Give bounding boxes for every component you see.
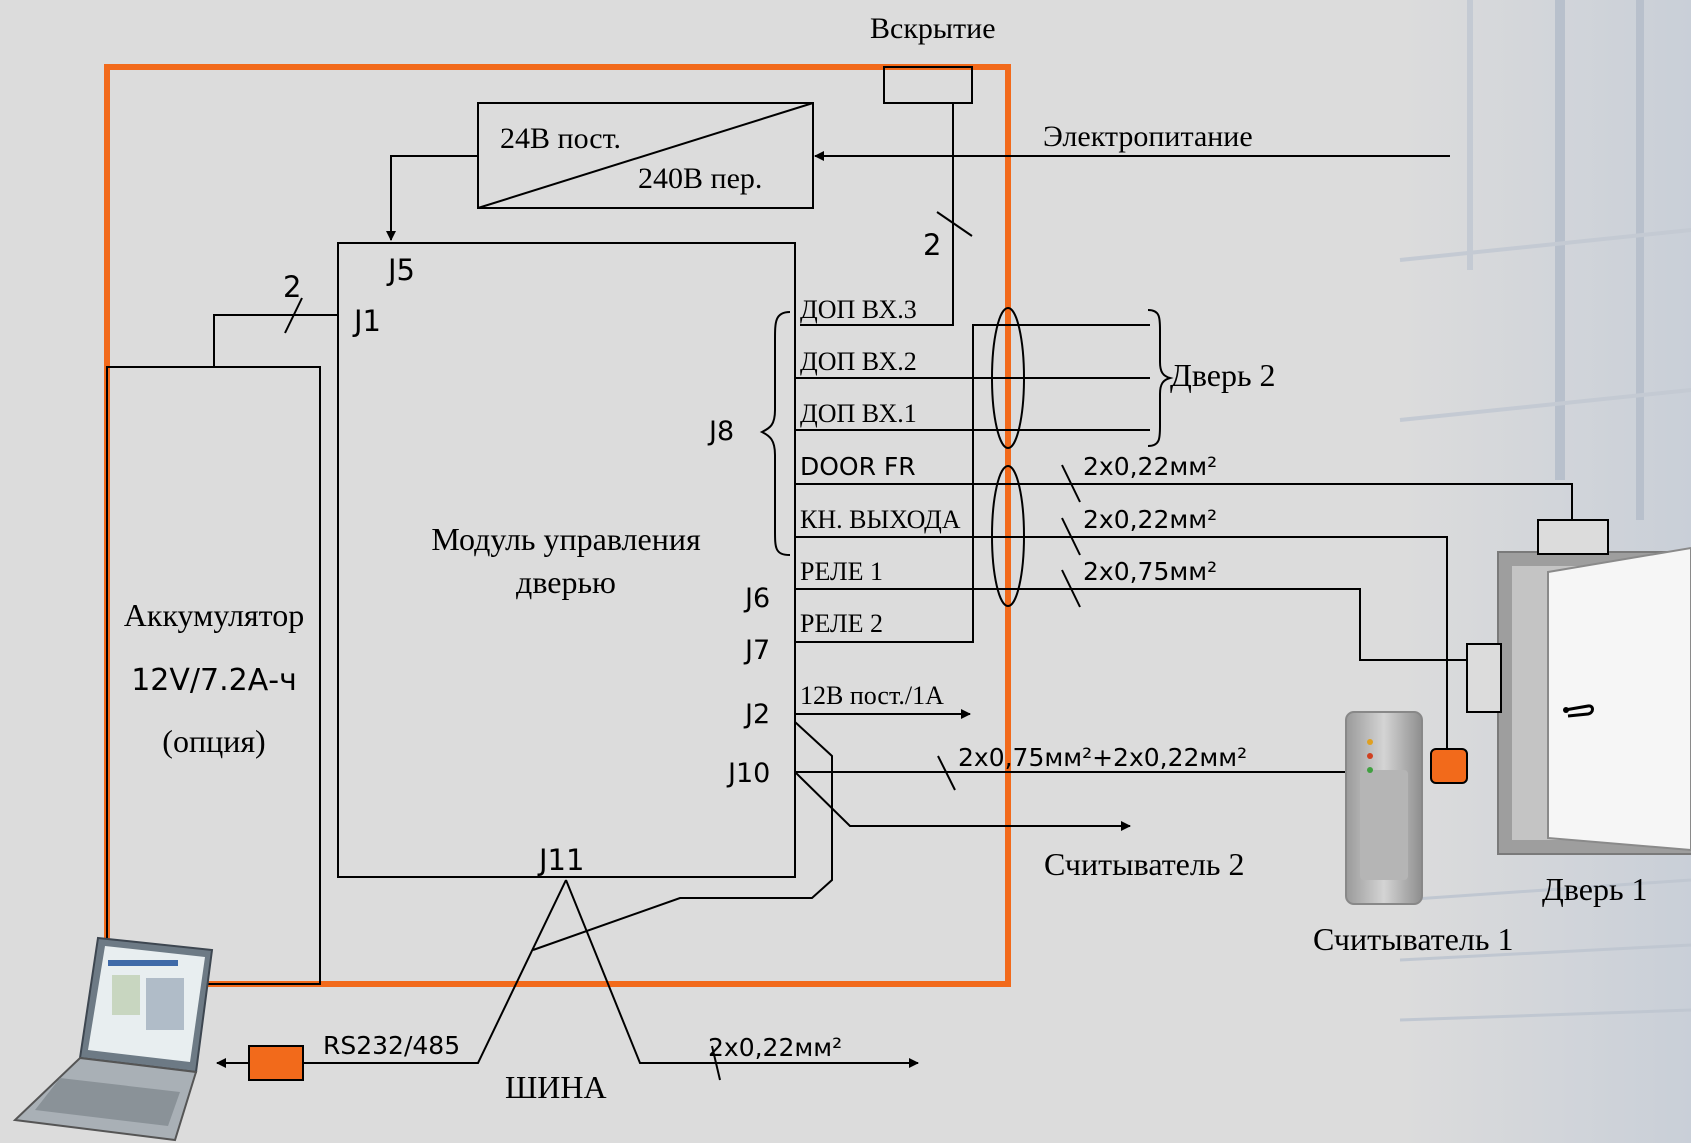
bus-label: ШИНА [505, 1069, 607, 1105]
wire-door-fr [795, 483, 1573, 522]
tamper-wire [800, 103, 954, 326]
connector-j5: J5 [386, 253, 415, 287]
module-title-line2: дверью [516, 564, 616, 600]
rs-label: RS232/485 [323, 1031, 460, 1060]
reader1-label: Считыватель 1 [1313, 921, 1513, 957]
terminal-in3: ДОП ВХ.3 [800, 295, 917, 324]
tamper-switch [883, 66, 973, 104]
terminal-in2: ДОП ВХ.2 [800, 347, 917, 376]
connector-j8: J8 [707, 416, 734, 447]
connector-j1: J1 [352, 304, 381, 338]
terminal-relay1: РЕЛЕ 1 [800, 557, 883, 586]
psu-ac-label: 240В пер. [638, 162, 762, 195]
cable-bundle-door1 [991, 465, 1025, 607]
door2-label: Дверь 2 [1170, 357, 1276, 393]
wire-j2-to-bus [532, 721, 833, 951]
battery-line2: 12V/7.2А-ч [131, 663, 297, 698]
terminal-relay2: РЕЛЕ 2 [800, 609, 883, 638]
connector-j10: J10 [726, 758, 770, 789]
tamper-wire-count: 2 [923, 228, 941, 262]
door1-label: Дверь 1 [1542, 871, 1648, 907]
door-sensor [1537, 519, 1609, 555]
power-out-label: 12В пост./1А [800, 681, 944, 710]
tamper-label: Вскрытие [870, 12, 996, 45]
connector-j6: J6 [743, 583, 770, 614]
psu-dc-label: 24В пост. [500, 122, 621, 155]
rs-converter [248, 1045, 304, 1081]
door1-picture [1497, 546, 1691, 855]
battery-wire [213, 314, 338, 367]
battery-line3: (опция) [162, 723, 265, 759]
bus-cable-label: 2x0,22мм² [708, 1033, 842, 1062]
bus-line-right [565, 879, 919, 1068]
psu-to-j5-wire [386, 155, 478, 241]
bus-line-left [303, 879, 567, 1064]
door2-brace [1147, 309, 1174, 447]
door-control-module [337, 242, 796, 878]
cable-label-relay: 2x0,75мм² [1083, 557, 1217, 586]
terminal-door-fr: DOOR FR [800, 452, 916, 481]
wire-reader2 [794, 771, 1131, 831]
cable-label-reader: 2x0,75мм²+2x0,22мм² [958, 743, 1247, 772]
laptop-picture [12, 936, 214, 1142]
mains-label: Электропитание [1043, 120, 1253, 153]
cable-label-exit: 2x0,22мм² [1083, 505, 1217, 534]
terminal-exit-button: КН. ВЫХОДА [800, 505, 961, 534]
connector-j2: J2 [743, 699, 770, 730]
terminal-in1: ДОП ВХ.1 [800, 399, 917, 428]
wire-relay1 [795, 588, 1467, 661]
reader1-picture [1345, 711, 1423, 905]
cable-label-door-fr: 2x0,22мм² [1083, 452, 1217, 481]
cable-bundle-door2 [991, 307, 1025, 449]
wire-exit-button [795, 536, 1448, 752]
connector-j7: J7 [743, 635, 770, 666]
j8-brace [759, 311, 791, 556]
reader2-label: Считыватель 2 [1044, 846, 1244, 882]
battery-wire-count: 2 [283, 270, 301, 304]
connector-j11: J11 [537, 843, 584, 877]
door-lock [1466, 643, 1502, 713]
module-title-line1: Модуль управления [431, 521, 701, 557]
exit-button-device [1430, 748, 1468, 784]
battery-line1: Аккумулятор [124, 597, 304, 633]
